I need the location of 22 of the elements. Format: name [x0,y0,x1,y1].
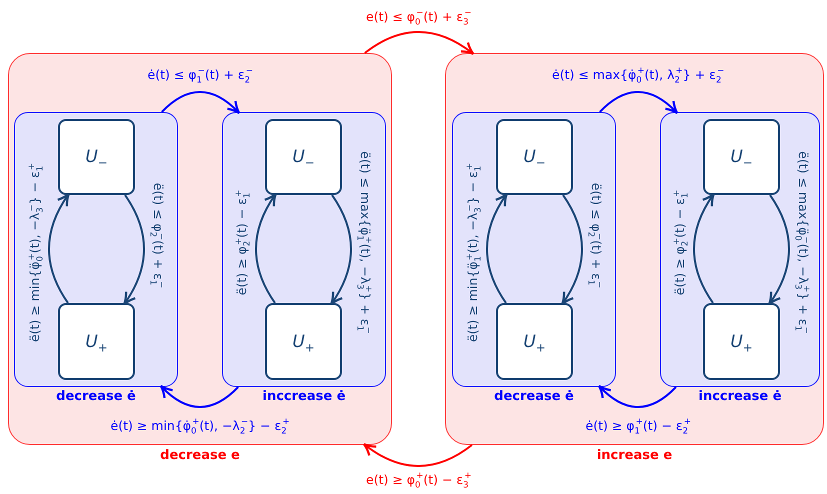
state-label: U$_{−}$ [292,147,315,167]
region-title: decrease ė [494,389,574,404]
region-title: inccrease ė [262,389,346,404]
region-title: inccrease ė [698,389,782,404]
state-label: U$_{+}$ [523,332,546,352]
state-box [496,303,573,380]
state-box [58,303,135,380]
state-label: U$_{+}$ [85,332,108,352]
region-title: increase e [596,448,672,463]
region-title: decrease ė [56,389,136,404]
state-label: U$_{+}$ [730,332,753,352]
state-box [265,303,342,380]
region-title: decrease e [160,448,240,463]
state-box [496,119,573,195]
state-label: U$_{+}$ [292,332,315,352]
state-box [703,303,780,380]
state-box [265,119,342,195]
state-label: U$_{−}$ [85,147,108,167]
state-label: U$_{−}$ [730,147,753,167]
state-label: U$_{−}$ [523,147,546,167]
state-box [703,119,780,195]
state-box [58,119,135,195]
